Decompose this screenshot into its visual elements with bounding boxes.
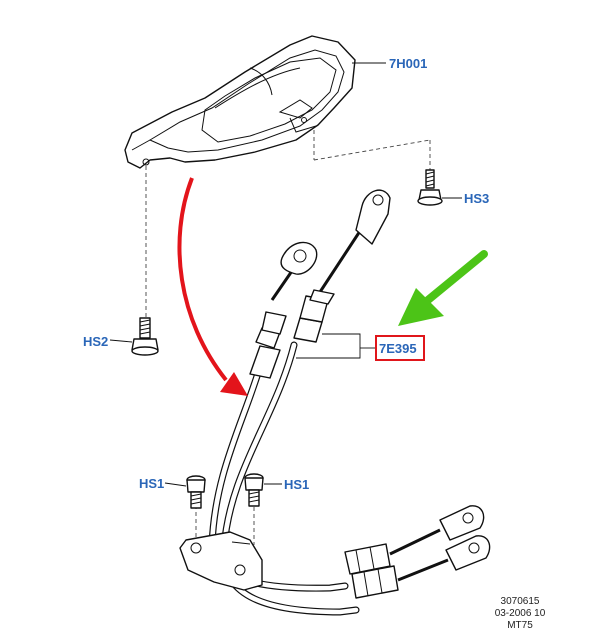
green-arrow	[398, 250, 488, 326]
label-7e395: 7E395	[379, 341, 417, 356]
shift-cable-assembly	[179, 189, 491, 616]
footer-line-1: 3070615	[501, 596, 540, 607]
label-hs2: HS2	[83, 334, 108, 349]
screw-hs2	[131, 317, 159, 356]
alignment-lines	[145, 130, 431, 545]
label-hs3: HS3	[464, 191, 489, 206]
label-hs1-left: HS1	[139, 476, 164, 491]
red-arrow	[177, 177, 248, 396]
leader-lines	[109, 62, 462, 487]
footer-line-2: 03-2006 10	[495, 608, 546, 619]
housing-cover	[124, 35, 356, 169]
part-highlight-box	[375, 335, 425, 361]
screw-hs1-left	[186, 475, 206, 509]
screw-hs1-right	[244, 473, 264, 507]
label-7h001: 7H001	[389, 56, 427, 71]
label-hs1-right: HS1	[284, 477, 309, 492]
screw-hs3	[417, 169, 443, 206]
footer-line-3: MT75	[507, 620, 533, 630]
